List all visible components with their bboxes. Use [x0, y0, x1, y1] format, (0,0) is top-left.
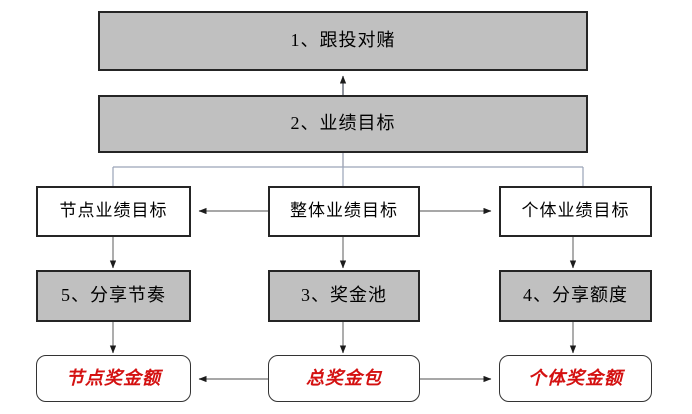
node-jiangjin-chi[interactable]: 3、奖金池 [268, 270, 420, 322]
node-label: 整体业绩目标 [290, 201, 398, 221]
node-label: 2、业绩目标 [290, 113, 396, 134]
node-zong-jiangjin-bao[interactable]: 总奖金包 [268, 355, 420, 402]
node-label: 节点业绩目标 [59, 201, 168, 221]
node-label: 4、分享额度 [523, 285, 628, 306]
node-geti-yeji-mubiao[interactable]: 个体业绩目标 [499, 186, 652, 237]
node-fenxiang-jiezou[interactable]: 5、分享节奏 [36, 270, 191, 322]
node-label: 总奖金包 [306, 367, 382, 388]
node-touzi-duidu[interactable]: 1、跟投对赌 [98, 11, 588, 71]
node-label: 个体业绩目标 [521, 201, 630, 221]
node-label: 5、分享节奏 [61, 285, 166, 306]
node-jiedian-yeji-mubiao[interactable]: 节点业绩目标 [36, 186, 191, 237]
node-geti-jiangjin-e[interactable]: 个体奖金额 [499, 355, 652, 402]
node-yeji-mubiao[interactable]: 2、业绩目标 [98, 95, 588, 153]
page-text-fragment [138, 0, 152, 6]
node-label: 1、跟投对赌 [290, 30, 396, 51]
node-zhengti-yeji-mubiao[interactable]: 整体业绩目标 [268, 186, 420, 237]
node-jiedian-jiangjin-e[interactable]: 节点奖金额 [36, 355, 191, 402]
edge-yeji-bus [112, 153, 584, 186]
node-fenxiang-edu[interactable]: 4、分享额度 [499, 270, 652, 322]
node-label: 节点奖金额 [66, 367, 161, 388]
node-label: 个体奖金额 [528, 367, 623, 388]
node-label: 3、奖金池 [301, 285, 387, 306]
